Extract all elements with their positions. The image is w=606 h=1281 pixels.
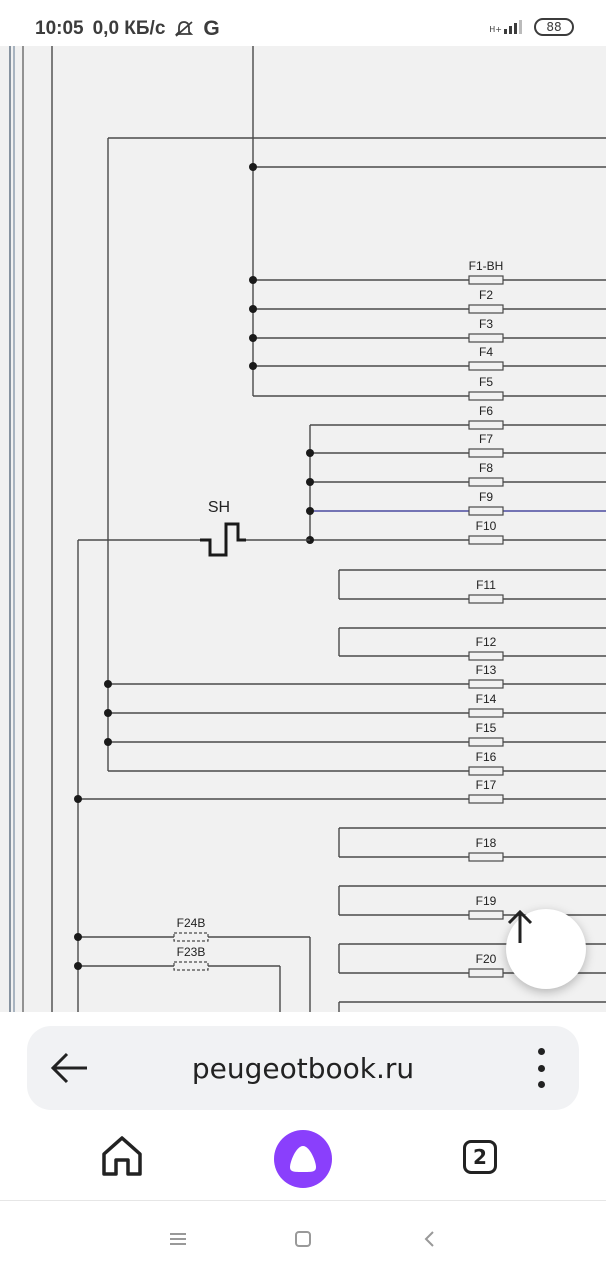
fuse-label: F7	[479, 432, 493, 446]
fuse-label: F12	[476, 635, 497, 649]
battery-icon: 88	[534, 18, 574, 36]
system-home-button[interactable]	[293, 1229, 313, 1254]
fuse-symbol	[468, 535, 504, 545]
fuse-label: F24B	[177, 916, 206, 930]
fuse-label: F8	[479, 461, 493, 475]
browser-bar: peugeotbook.ru 2	[0, 1012, 606, 1200]
fuse-label: F23B	[177, 945, 206, 959]
fuse-symbol	[468, 275, 504, 285]
fuse-symbol	[468, 968, 504, 978]
home-button[interactable]	[98, 1132, 146, 1180]
fuse-symbol	[468, 910, 504, 920]
junction-dot	[104, 738, 112, 746]
url-text[interactable]: peugeotbook.ru	[191, 1052, 415, 1085]
fuse-label: F3	[479, 317, 493, 331]
tabs-button[interactable]: 2	[463, 1140, 497, 1174]
system-nav-bar	[0, 1200, 606, 1281]
fuse-symbol	[468, 333, 504, 343]
square-icon	[295, 1231, 311, 1247]
fuse-label: F18	[476, 836, 497, 850]
fuse-label: F1-BH	[469, 259, 504, 273]
menu-dot	[537, 1081, 545, 1088]
wiring-diagram: SH F1-BH F2F3F4F5F6F7F8F9F10F11F12F13F14F1…	[9, 46, 606, 1012]
chevron-left-icon	[424, 1231, 434, 1247]
fuse-label: F16	[476, 750, 497, 764]
fuse-label: F17	[476, 778, 497, 792]
google-icon: G	[203, 17, 220, 40]
junction-dot	[104, 680, 112, 688]
switch-symbol	[200, 522, 246, 557]
junction-dot	[249, 362, 257, 370]
fuse-symbol	[468, 304, 504, 314]
fuse-symbol	[468, 594, 504, 604]
junction-dot	[74, 962, 82, 970]
menu-dot	[537, 1048, 545, 1055]
fuse-label: F15	[476, 721, 497, 735]
fuse-label: F10	[476, 519, 497, 533]
status-time: 10:05	[35, 18, 84, 39]
fuse-label: F19	[476, 894, 497, 908]
junction-dot	[306, 507, 314, 515]
arrow-up-icon	[507, 909, 533, 943]
junction-dot	[306, 478, 314, 486]
fuse-symbol	[468, 477, 504, 487]
switch-label: SH	[208, 499, 230, 516]
fuse-label: F9	[479, 490, 493, 504]
arrow-left-icon	[50, 1052, 87, 1084]
fuse-symbol	[468, 766, 504, 776]
fuse-symbol	[468, 420, 504, 430]
junction-dot	[74, 795, 82, 803]
junction-dot	[249, 334, 257, 342]
junction-dot	[249, 163, 257, 171]
fuse-label: F6	[479, 404, 493, 418]
fuse-symbol	[173, 932, 209, 942]
fuse-label: F2	[479, 288, 493, 302]
fuse-symbol	[468, 852, 504, 862]
menu-button[interactable]	[529, 1048, 553, 1088]
alice-icon	[290, 1146, 316, 1172]
address-bar[interactable]: peugeotbook.ru	[27, 1026, 579, 1110]
status-left: 10:05 0,0 КБ/с G	[35, 17, 220, 41]
fuse-label: F14	[476, 692, 497, 706]
junction-dot	[249, 305, 257, 313]
fuse-label: F11	[476, 578, 496, 592]
fuse-symbol	[468, 448, 504, 458]
junction-dot	[249, 276, 257, 284]
recents-button[interactable]	[168, 1229, 188, 1254]
fuse-symbol	[468, 391, 504, 401]
status-right: H+ 88	[489, 18, 574, 36]
fuse-label: F4	[479, 345, 493, 359]
fuse-symbol	[173, 961, 209, 971]
junction-dot	[306, 449, 314, 457]
fuse-symbol	[468, 506, 504, 516]
fuse-label: F5	[479, 375, 493, 389]
system-back-button[interactable]	[420, 1229, 440, 1254]
fuse-symbol	[468, 679, 504, 689]
scroll-to-top-button[interactable]	[506, 909, 586, 989]
junction-dot	[74, 933, 82, 941]
fuse-label: F20	[476, 952, 497, 966]
back-button[interactable]	[49, 1050, 89, 1086]
alice-assistant-button[interactable]	[274, 1130, 332, 1188]
fuse-symbol	[468, 361, 504, 371]
fuse-symbol	[468, 651, 504, 661]
status-bar: 10:05 0,0 КБ/с G H+ 88	[0, 0, 606, 46]
fuse-label: F13	[476, 663, 497, 677]
status-net-speed: 0,0 КБ/с	[92, 18, 166, 39]
fuse-symbol	[468, 794, 504, 804]
home-icon	[102, 1136, 142, 1176]
menu-dot	[537, 1064, 545, 1072]
fuse-symbol	[468, 708, 504, 718]
signal-icon: H+	[489, 20, 522, 34]
mute-icon	[175, 21, 194, 37]
junction-dot	[104, 709, 112, 717]
fuse-symbol	[468, 737, 504, 747]
menu-lines-icon	[170, 1233, 186, 1245]
network-type: H+	[489, 25, 502, 34]
